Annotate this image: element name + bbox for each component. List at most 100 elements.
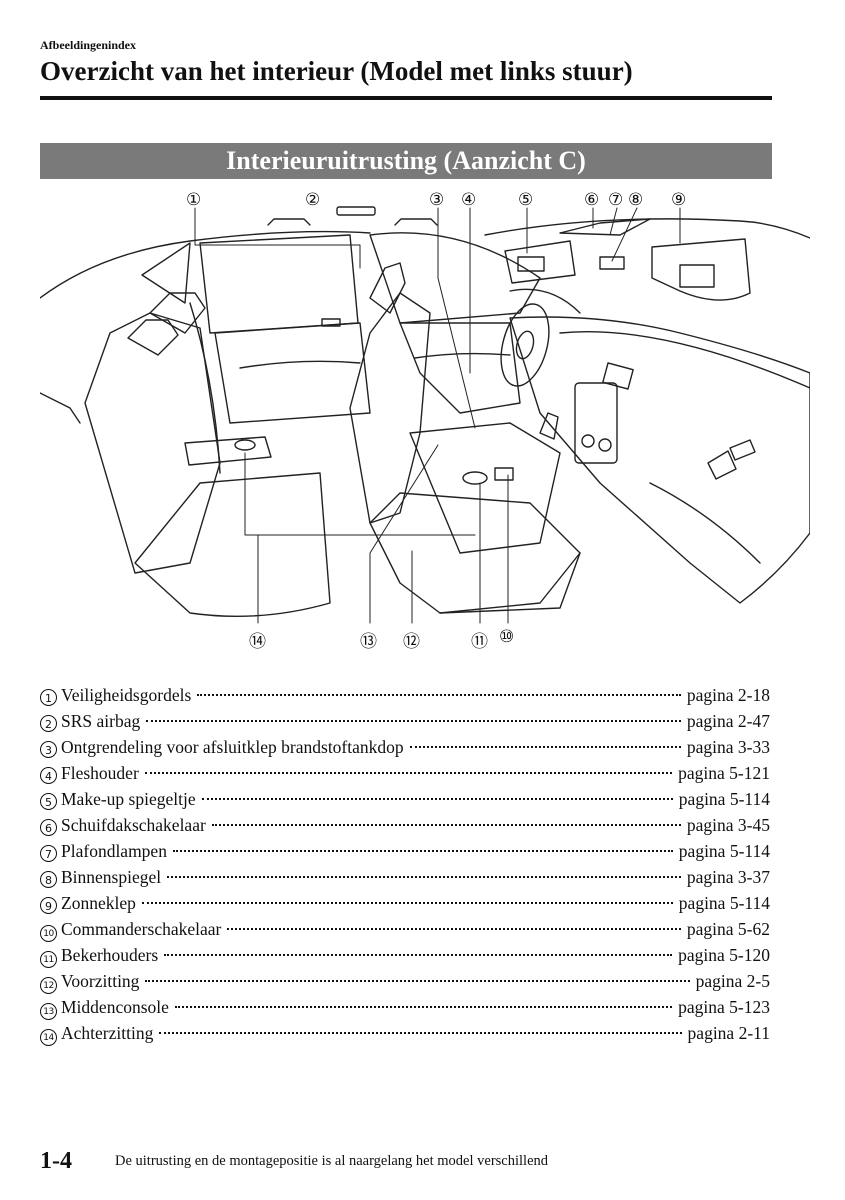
callout-line-14 bbox=[244, 452, 476, 624]
index-page-ref[interactable]: pagina 3-33 bbox=[686, 737, 770, 757]
interior-illustration: ① ② ③ ④ ⑤ ⑥ ⑦ ⑧ ⑨ ⑭ ⑬ ⑫ ⑪ ⑩ bbox=[40, 183, 810, 653]
dot-leader bbox=[227, 928, 681, 930]
dot-leader bbox=[145, 980, 690, 982]
index-number: 4 bbox=[40, 767, 57, 784]
dot-leader bbox=[201, 798, 673, 800]
index-page-ref[interactable]: pagina 3-37 bbox=[686, 867, 770, 887]
sun-visor-left bbox=[504, 240, 576, 284]
dashboard-top bbox=[559, 330, 810, 389]
commander-switch bbox=[494, 467, 514, 481]
callout-line-8 bbox=[611, 207, 638, 262]
front-seat-side bbox=[439, 552, 581, 614]
dot-leader bbox=[167, 876, 681, 878]
index-label: Ontgrendeling voor afsluitklep brandstof… bbox=[61, 737, 404, 757]
index-page-ref[interactable]: pagina 5-114 bbox=[678, 789, 770, 809]
callout-14: ⑭ bbox=[249, 632, 266, 652]
grab-handle-right bbox=[394, 218, 438, 226]
index-page-ref[interactable]: pagina 2-18 bbox=[686, 685, 770, 705]
index-page-ref[interactable]: pagina 5-121 bbox=[678, 763, 770, 783]
callout-13: ⑬ bbox=[360, 632, 377, 652]
index-number: 9 bbox=[40, 897, 57, 914]
rear-door-handle bbox=[321, 318, 341, 327]
dashboard bbox=[509, 316, 810, 604]
center-console bbox=[409, 422, 561, 554]
index-label: Zonneklep bbox=[61, 893, 136, 913]
dot-leader bbox=[164, 954, 673, 956]
vanity-mirror-left bbox=[517, 256, 545, 272]
index-label: Make-up spiegeltje bbox=[61, 789, 196, 809]
control-knob bbox=[598, 438, 612, 452]
index-page-ref[interactable]: pagina 5-62 bbox=[686, 919, 770, 939]
front-door-window bbox=[369, 232, 541, 324]
index-label: SRS airbag bbox=[61, 711, 141, 731]
instrument-hood bbox=[509, 288, 581, 314]
index-page-ref[interactable]: pagina 3-45 bbox=[686, 815, 770, 835]
steering-wheel bbox=[500, 303, 550, 387]
gear-shifter bbox=[539, 412, 559, 440]
figure-banner: Interieuruitrusting (Aanzicht C) bbox=[40, 143, 772, 179]
front-door-panel bbox=[399, 322, 521, 414]
index-label: Middenconsole bbox=[61, 997, 169, 1017]
callout-5: ⑤ bbox=[518, 190, 534, 210]
index-number: 8 bbox=[40, 871, 57, 888]
control-knob bbox=[581, 434, 595, 448]
vent-right bbox=[707, 450, 737, 480]
dot-leader bbox=[172, 850, 673, 852]
front-seat-back bbox=[349, 292, 431, 524]
index-page-ref[interactable]: pagina 5-114 bbox=[678, 893, 770, 913]
page-number: 1-4 bbox=[40, 1148, 72, 1174]
callout-line-7 bbox=[609, 207, 618, 236]
index-number: 3 bbox=[40, 741, 57, 758]
rear-seat-cushion bbox=[134, 472, 331, 618]
index-page-ref[interactable]: pagina 2-47 bbox=[686, 711, 770, 731]
index-page-ref[interactable]: pagina 5-120 bbox=[678, 945, 770, 965]
overhead-lamp bbox=[336, 206, 376, 216]
dot-leader bbox=[197, 694, 681, 696]
index-number: 14 bbox=[40, 1029, 57, 1046]
index-page-ref[interactable]: pagina 2-11 bbox=[687, 1023, 770, 1043]
rear-cupholder bbox=[234, 439, 256, 451]
index-page-ref[interactable]: pagina 5-123 bbox=[678, 997, 770, 1017]
index-number: 7 bbox=[40, 845, 57, 862]
index-label: Veiligheidsgordels bbox=[61, 685, 192, 705]
callout-line-1 bbox=[194, 207, 361, 269]
index-label: Schuifdakschakelaar bbox=[61, 815, 206, 835]
callout-10: ⑩ bbox=[499, 627, 515, 647]
dot-leader bbox=[141, 902, 673, 904]
dot-leader bbox=[174, 1006, 673, 1008]
index-page-ref[interactable]: pagina 5-114 bbox=[678, 841, 770, 861]
index-label: Voorzitting bbox=[61, 971, 140, 991]
rear-seatbelt bbox=[189, 302, 221, 474]
dot-leader bbox=[211, 824, 681, 826]
index-number: 2 bbox=[40, 715, 57, 732]
index-page-ref[interactable]: pagina 2-5 bbox=[695, 971, 770, 991]
callout-6: ⑥ bbox=[584, 190, 600, 210]
rear-seat-edge bbox=[40, 392, 81, 424]
callout-8: ⑧ bbox=[628, 190, 644, 210]
callout-4: ④ bbox=[461, 190, 477, 210]
page-title: Overzicht van het interieur (Model met l… bbox=[40, 56, 633, 86]
callout-line-3 bbox=[437, 207, 476, 429]
rear-door-panel bbox=[214, 322, 371, 424]
index-label: Achterzitting bbox=[61, 1023, 154, 1043]
callout-9: ⑨ bbox=[671, 190, 687, 210]
index-label: Fleshouder bbox=[61, 763, 139, 783]
index-number: 6 bbox=[40, 819, 57, 836]
front-seat-cushion bbox=[369, 492, 581, 614]
grab-handle-left bbox=[267, 218, 311, 226]
